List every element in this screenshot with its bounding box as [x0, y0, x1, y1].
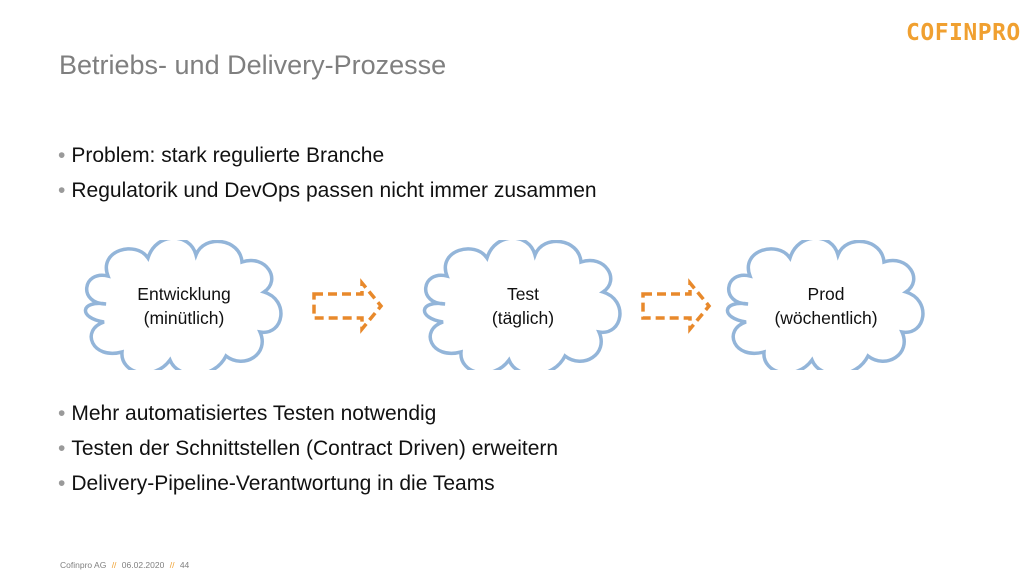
bullet-item: •Regulatorik und DevOps passen nicht imm… — [58, 173, 597, 208]
footer-company: Cofinpro AG — [60, 560, 107, 570]
cloud-test: Test (täglich) — [422, 240, 622, 370]
bullet-dot-icon: • — [58, 179, 66, 202]
cloud-prod: Prod (wöchentlich) — [725, 240, 925, 370]
arrow-right-icon — [312, 278, 384, 334]
footer-date: 06.02.2020 — [121, 560, 165, 570]
bullet-item: •Testen der Schnittstellen (Contract Dri… — [58, 431, 558, 466]
bullet-text: Problem: stark regulierte Branche — [71, 144, 385, 167]
bullet-text: Mehr automatisiertes Testen notwendig — [71, 402, 437, 425]
cloud-entwicklung: Entwicklung (minütlich) — [83, 240, 283, 370]
cofinpro-logo: COFINPRO — [906, 20, 1021, 46]
cloud-label-line2: (minütlich) — [144, 308, 225, 328]
bullet-item: •Problem: stark regulierte Branche — [58, 138, 597, 173]
slide-footer: Cofinpro AG // 06.02.2020 // 44 — [60, 560, 189, 570]
bullet-dot-icon: • — [58, 437, 66, 460]
bullet-text: Delivery-Pipeline-Verantwortung in die T… — [71, 472, 495, 495]
footer-page-number: 44 — [179, 560, 190, 570]
footer-separator: // — [169, 560, 175, 570]
footer-separator: // — [111, 560, 117, 570]
bullet-text: Testen der Schnittstellen (Contract Driv… — [71, 437, 559, 460]
slide-title: Betriebs- und Delivery-Prozesse — [59, 50, 447, 80]
bullet-dot-icon: • — [58, 144, 66, 167]
bullet-item: •Mehr automatisiertes Testen notwendig — [58, 396, 558, 431]
bullet-list-bottom: •Mehr automatisiertes Testen notwendig •… — [58, 396, 558, 501]
cloud-label-line1: Test — [507, 284, 539, 304]
bullet-text: Regulatorik und DevOps passen nicht imme… — [71, 179, 597, 202]
bullet-item: •Delivery-Pipeline-Verantwortung in die … — [58, 466, 558, 501]
cloud-label-line1: Entwicklung — [137, 284, 230, 304]
cloud-label-line1: Prod — [808, 284, 845, 304]
arrow-right-icon — [641, 278, 712, 334]
bullet-dot-icon: • — [58, 402, 66, 425]
bullet-list-top: •Problem: stark regulierte Branche •Regu… — [58, 138, 597, 208]
process-diagram: Entwicklung (minütlich) Test (täglich) P… — [83, 240, 925, 370]
bullet-dot-icon: • — [58, 472, 66, 495]
cloud-label-line2: (täglich) — [492, 308, 554, 328]
cloud-label-line2: (wöchentlich) — [774, 308, 877, 328]
